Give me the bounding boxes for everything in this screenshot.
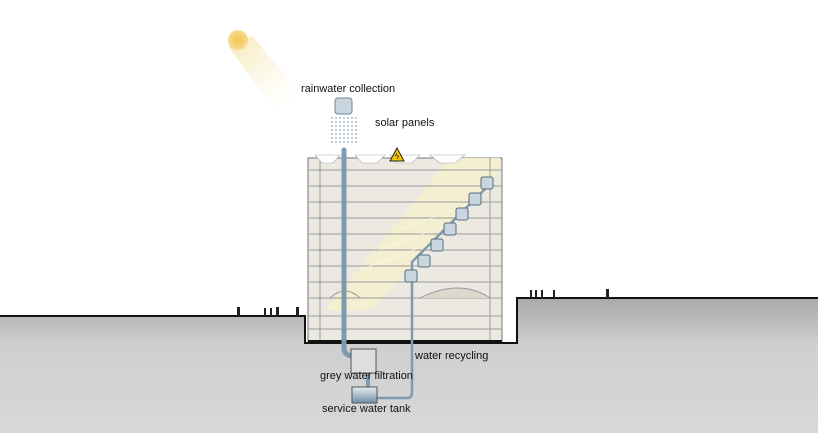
- service-water-tank: [351, 386, 378, 404]
- rain-drops: [331, 117, 357, 145]
- fan-units: [404, 176, 494, 283]
- people-silhouettes: [237, 289, 609, 316]
- sunlight-beam: [228, 36, 300, 110]
- sun-icon: [228, 30, 248, 50]
- ground: [0, 298, 818, 433]
- solar-warning-icon: [389, 146, 405, 162]
- label-rainwater-collection: rainwater collection: [301, 83, 396, 95]
- label-water-recycling: water recycling: [415, 350, 489, 362]
- grey-water-filtration-unit: [350, 348, 377, 374]
- rain-cloud-icon: [334, 97, 353, 115]
- label-grey-water-filtration: grey water filtration: [320, 370, 413, 382]
- label-service-water-tank: service water tank: [322, 403, 411, 415]
- svg-text:ϟ: ϟ: [394, 152, 399, 161]
- building-section: [307, 157, 503, 342]
- label-solar-panels: solar panels: [375, 117, 435, 129]
